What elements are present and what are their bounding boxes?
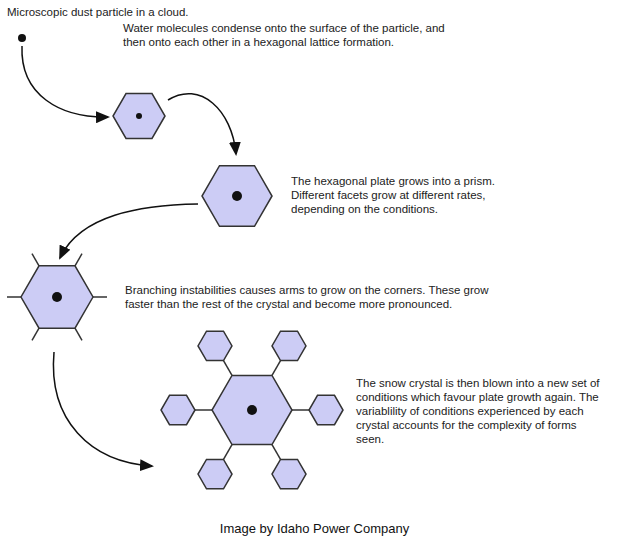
crystal-arm — [75, 254, 82, 266]
crystal-arm — [32, 328, 39, 340]
step-note: Water molecules condense onto the surfac… — [123, 21, 468, 49]
dust-core — [247, 405, 257, 415]
dust-core — [232, 191, 242, 201]
plate-tip — [272, 331, 306, 360]
plate-tip — [198, 331, 232, 360]
plate-tip — [272, 459, 306, 488]
step-note: Branching instabilities causes arms to g… — [125, 283, 510, 311]
image-caption: Image by Idaho Power Company — [0, 521, 629, 536]
step-note: The snow crystal is then blown into a ne… — [356, 376, 606, 446]
hexagonal-plate — [113, 94, 165, 139]
crystal-arm — [272, 361, 281, 376]
dust-core — [52, 292, 62, 302]
branching-crystal — [21, 266, 93, 328]
growth-arrow — [22, 46, 108, 117]
crystal-arm — [7, 296, 21, 298]
step-note: Microscopic dust particle in a cloud. — [7, 5, 327, 19]
plate-tip — [198, 459, 232, 488]
crystal-arm — [224, 445, 233, 460]
plate-tip — [161, 395, 195, 424]
crystal-arm — [32, 254, 39, 266]
dust-particle — [18, 34, 26, 42]
plate-tip — [309, 395, 343, 424]
hexagonal-prism — [202, 166, 272, 227]
crystal-arm — [292, 409, 309, 411]
growth-arrow — [168, 94, 236, 154]
step-note: The hexagonal plate grows into a prism. … — [291, 174, 541, 216]
crystal-arm — [224, 361, 233, 376]
growth-arrow — [60, 204, 198, 258]
growth-arrow — [53, 352, 152, 466]
dust-core — [136, 113, 142, 119]
crystal-arm — [93, 296, 107, 298]
crystal-arm — [195, 409, 212, 411]
crystal-arm — [272, 445, 281, 460]
snow-crystal — [212, 375, 292, 444]
crystal-arm — [75, 328, 82, 340]
